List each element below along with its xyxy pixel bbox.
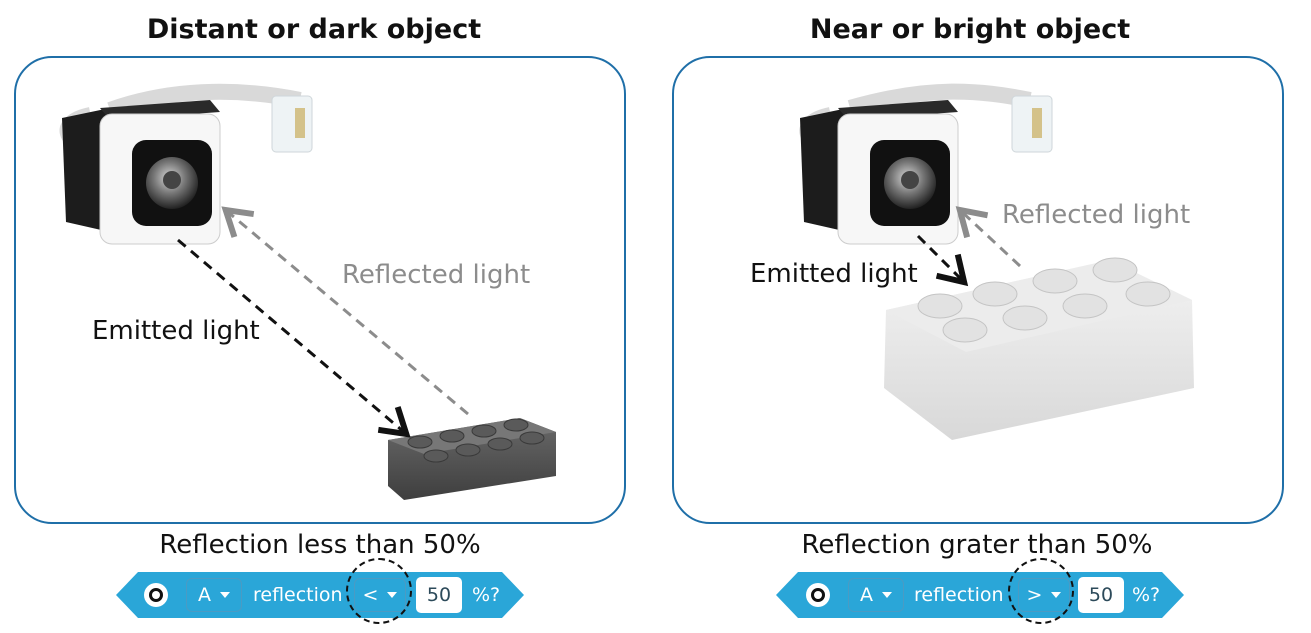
left-emitted-label: Emitted light	[92, 316, 260, 346]
threshold-input[interactable]: 50	[1078, 577, 1124, 613]
right-comparator-highlight	[1008, 558, 1074, 624]
threshold-input[interactable]: 50	[416, 577, 462, 613]
left-caption: Reflection less than 50%	[159, 530, 481, 560]
left-comparator-highlight	[346, 558, 412, 624]
left-dark-brick	[388, 418, 556, 500]
right-caption: Reflection grater than 50%	[801, 530, 1153, 560]
left-reflected-label: Reflected light	[342, 260, 531, 290]
port-label: A	[860, 584, 873, 606]
percent-suffix: %?	[472, 584, 501, 606]
right-white-brick	[884, 257, 1194, 440]
port-dropdown[interactable]: A	[848, 578, 904, 612]
right-panel-title: Near or bright object	[809, 14, 1131, 45]
color-sensor-icon	[809, 586, 827, 604]
port-dropdown[interactable]: A	[186, 578, 242, 612]
left-emitted-arrow	[177, 238, 411, 438]
right-emitted-label: Emitted light	[750, 259, 918, 289]
right-emitted-arrow	[916, 234, 969, 287]
right-reflected-label: Reflected light	[1002, 200, 1191, 230]
right-reflection-block[interactable]: A reflection > 50 %?	[776, 572, 1184, 618]
percent-suffix: %?	[1132, 584, 1161, 606]
left-color-sensor	[59, 83, 313, 245]
right-color-sensor	[799, 83, 1053, 245]
left-panel-title: Distant or dark object	[146, 14, 482, 45]
chevron-down-icon	[220, 592, 230, 598]
reflection-label: reflection	[253, 584, 343, 606]
chevron-down-icon	[882, 592, 892, 598]
color-sensor-icon	[147, 586, 165, 604]
reflection-label: reflection	[914, 584, 1004, 606]
left-reflection-block[interactable]: A reflection < 50 %?	[116, 572, 524, 618]
left-reflected-arrow	[221, 206, 469, 416]
port-label: A	[198, 584, 211, 606]
right-reflected-arrow	[955, 206, 1022, 268]
